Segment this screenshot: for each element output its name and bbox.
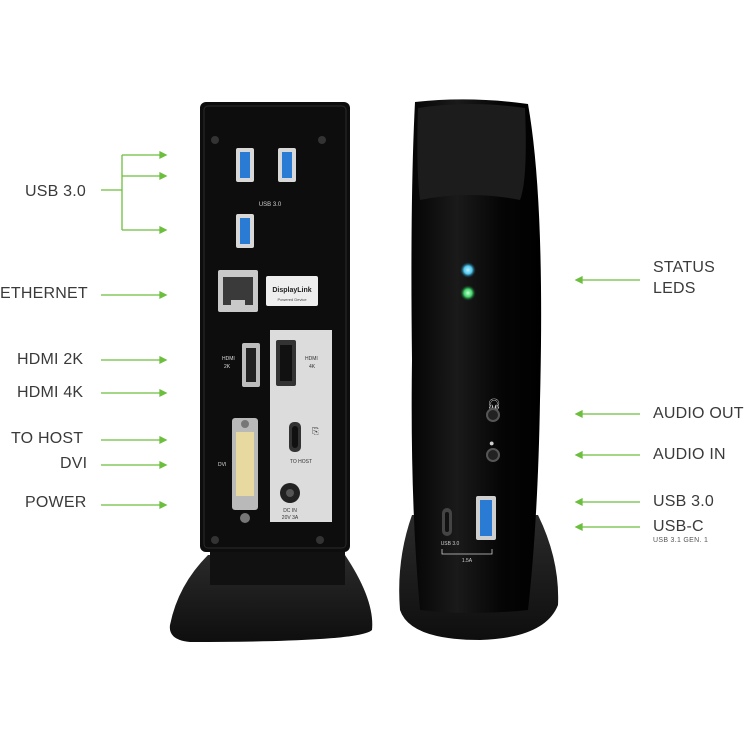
status-led-blue-icon: [460, 262, 476, 278]
usb-symbol-icon: ⎘: [312, 426, 319, 436]
svg-text:TO HOST: TO HOST: [290, 459, 312, 465]
usb-port-icon: [236, 214, 254, 248]
callout-hdmi-2k: HDMI 2K: [17, 351, 84, 368]
svg-text:DisplayLink: DisplayLink: [272, 287, 311, 294]
svg-text:DVI: DVI: [218, 462, 226, 468]
usb-port-icon: [278, 148, 296, 182]
callout-status: STATUS: [653, 259, 715, 276]
hdmi-port-icon: [242, 343, 260, 387]
callout-usb-c-sub: USB 3.1 GEN. 1: [653, 537, 709, 544]
callout-usb-3-0-front: USB 3.0: [653, 493, 714, 510]
screw-icon: [211, 536, 219, 544]
microphone-icon: ●: [489, 438, 494, 448]
svg-text:20V 3A: 20V 3A: [282, 515, 299, 521]
leader-lines-right: [574, 275, 640, 532]
screw-icon: [211, 136, 219, 144]
callout-audio-in: AUDIO IN: [653, 446, 726, 463]
rear-usb-label: USB 3.0: [259, 202, 282, 208]
status-led-green-icon: [460, 285, 476, 301]
svg-text:DC IN: DC IN: [283, 508, 297, 514]
front-body: [411, 99, 542, 613]
callout-dvi: DVI: [60, 455, 88, 472]
callout-leds: LEDS: [653, 280, 696, 297]
audio-in-jack-icon: [486, 448, 500, 462]
front-view: 🎧︎ ● USB 3.0 1.5A: [399, 99, 559, 640]
callout-power: POWER: [25, 494, 87, 511]
callout-usb-c: USB-C: [653, 518, 704, 535]
usbc-port-icon: [289, 422, 301, 452]
audio-out-jack-icon: [486, 408, 500, 422]
hdmi-port-icon: [276, 340, 296, 386]
front-usb-port-icon: [476, 496, 496, 540]
rear-view: USB 3.0 DisplayLink Powered Device HDMI …: [169, 102, 373, 642]
svg-text:1.5A: 1.5A: [462, 558, 473, 564]
svg-text:HDMI: HDMI: [222, 356, 235, 362]
svg-text:4K: 4K: [309, 364, 316, 370]
svg-text:USB 3.0: USB 3.0: [441, 541, 460, 547]
displaylink-badge-icon: DisplayLink Powered Device: [266, 276, 318, 306]
callout-audio-out: AUDIO OUT: [653, 405, 744, 422]
screw-icon: [318, 136, 326, 144]
svg-text:HDMI: HDMI: [305, 356, 318, 362]
front-usbc-port-icon: [442, 508, 452, 536]
callout-hdmi-4k: HDMI 4K: [17, 384, 84, 401]
power-jack-icon: [280, 483, 300, 503]
ethernet-port-icon: [218, 270, 258, 312]
callout-usb-3-0-rear: USB 3.0: [25, 183, 86, 200]
callout-to-host: TO HOST: [11, 430, 84, 447]
screw-icon: [316, 536, 324, 544]
callout-ethernet: ETHERNET: [0, 285, 88, 302]
svg-text:2K: 2K: [224, 364, 231, 370]
leader-lines-left: [101, 150, 168, 510]
dvi-port-icon: [232, 418, 258, 523]
usb-port-icon: [236, 148, 254, 182]
svg-text:Powered Device: Powered Device: [277, 297, 307, 302]
headphone-icon: 🎧︎: [487, 398, 501, 411]
